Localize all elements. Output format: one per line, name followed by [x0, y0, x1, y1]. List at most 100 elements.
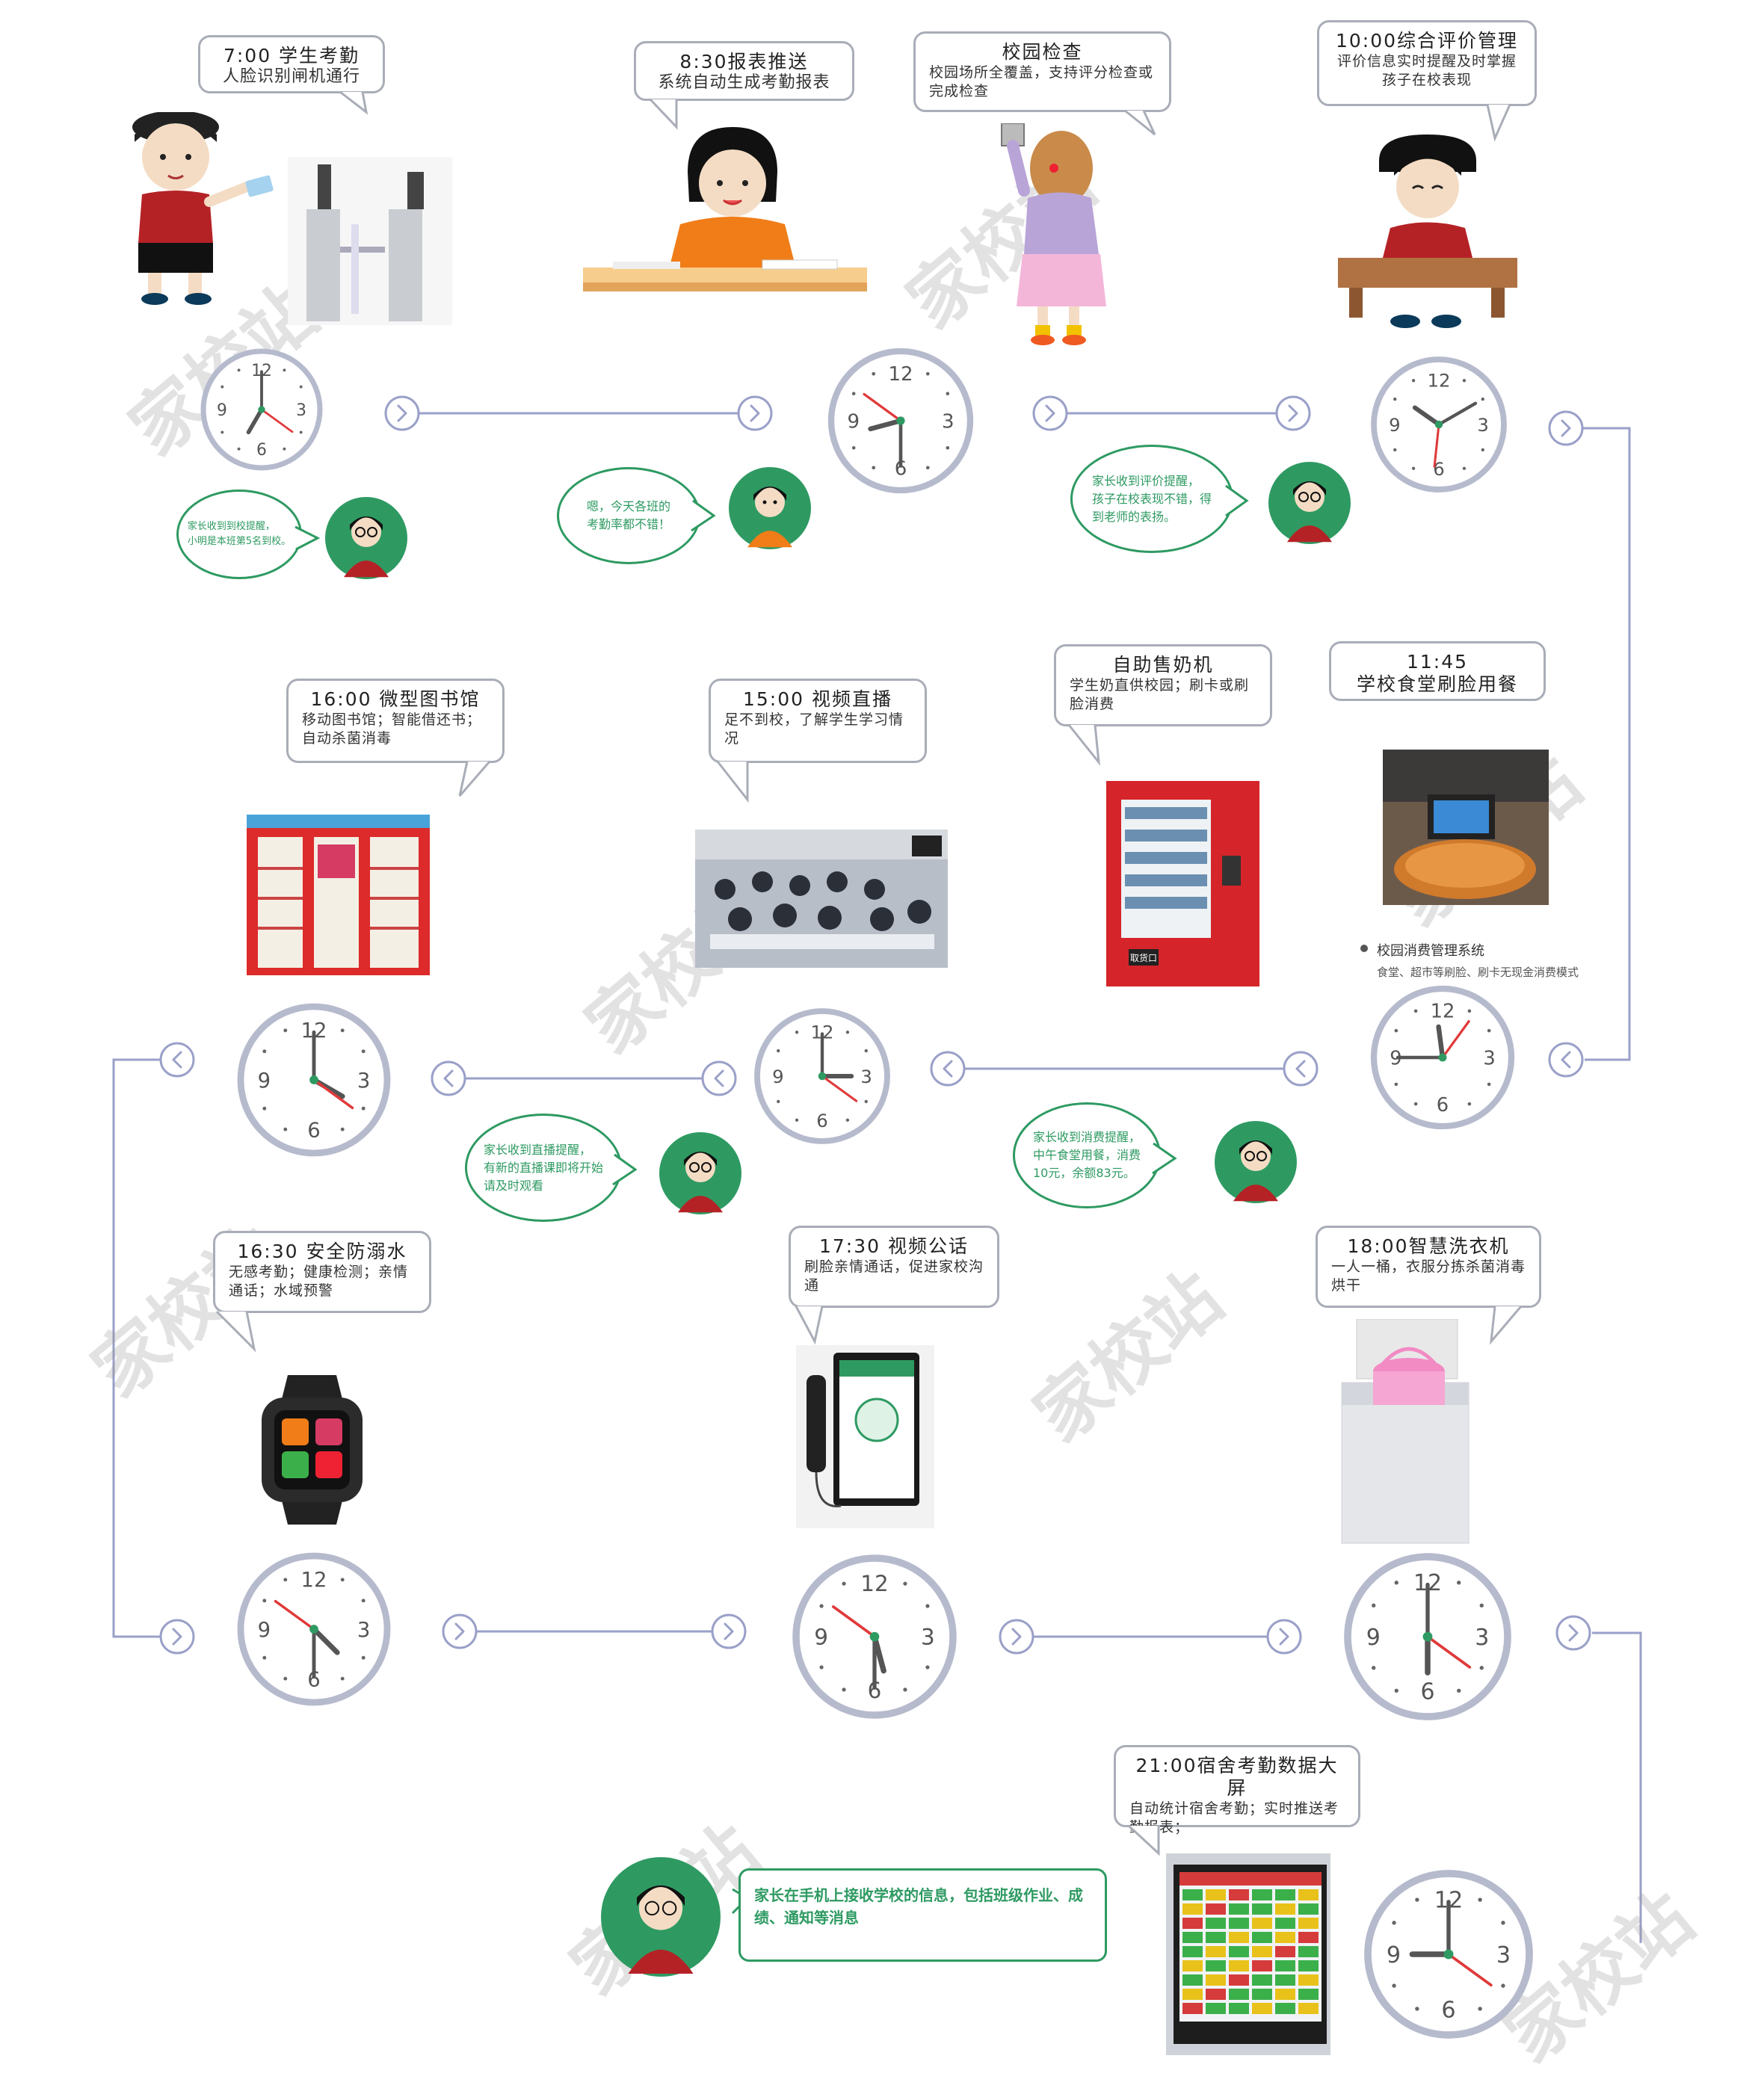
screen-cell [1275, 1974, 1295, 1986]
bullet-dot [1360, 945, 1368, 952]
screen-cell [1206, 1932, 1226, 1943]
clock-tick [842, 1687, 846, 1692]
screen-cell [1252, 1974, 1272, 1986]
screen-cell [1229, 1918, 1249, 1929]
clock-tick [1457, 1581, 1461, 1585]
screen-cell [1252, 1946, 1272, 1957]
clock-tick [819, 1665, 824, 1670]
step-bubble-1800: 18:00智慧洗衣机 一人一桶，衣服分拣杀菌消毒烘干 [1316, 1226, 1541, 1308]
screen-cell [1229, 1932, 1249, 1943]
screen-cell [1182, 1918, 1203, 1929]
clock-tick [283, 1676, 288, 1681]
teacher-avatar [729, 467, 811, 549]
clock-number: 9 [1366, 1625, 1381, 1651]
connector-line [1566, 427, 1631, 1061]
clock-number: 3 [1475, 1625, 1489, 1651]
clock-tick [1457, 1688, 1461, 1693]
clock-tick [777, 1049, 780, 1053]
clock-number: 9 [1390, 1047, 1401, 1069]
canteen-face-pay-photo [1383, 750, 1549, 905]
screen-cell [1206, 1960, 1226, 1971]
clock-number: 3 [357, 1619, 370, 1642]
clock-hour-hand [1436, 1024, 1446, 1060]
screen-cell [1252, 1889, 1272, 1900]
clock-tick [299, 430, 303, 434]
clock-tick [361, 1599, 366, 1603]
smart-washing-machine-illustration [1341, 1319, 1470, 1544]
parent-avatar [1215, 1121, 1297, 1203]
screen-cell [1229, 1889, 1249, 1900]
clock-number: 9 [217, 401, 227, 420]
screen-cell [1298, 1889, 1319, 1900]
clock-number: 6 [816, 1110, 828, 1131]
screen-cell [1206, 1889, 1226, 1900]
clock-tick [1415, 2007, 1419, 2011]
clock-tick [1478, 2007, 1482, 2011]
screen-cell [1229, 1974, 1249, 1986]
clock-tick [220, 430, 224, 434]
clock-tick [946, 445, 950, 450]
screen-cell [1229, 1946, 1249, 1957]
parent-avatar [659, 1132, 741, 1214]
step-bubble-1730: 17:30 视频公话 刷脸亲情通话，促进家校沟通 [789, 1226, 999, 1308]
clock-center [1443, 1949, 1454, 1960]
clock-tick [283, 447, 286, 451]
flow-arrow-marker [1275, 395, 1311, 431]
screen-cell [1275, 1932, 1295, 1943]
screen-cell [1182, 1974, 1203, 1986]
screen-cell [1182, 2003, 1203, 2014]
clock-tick [1394, 1581, 1398, 1585]
screen-cell [1182, 1946, 1203, 1957]
clock-number: 6 [307, 1120, 320, 1143]
clock-second-hand [831, 1605, 876, 1638]
screen-cell [1252, 1960, 1272, 1971]
clock-number: 9 [814, 1625, 828, 1650]
step-bubble-0830: 8:30报表推送 系统自动生成考勤报表 [634, 41, 854, 101]
clock-number: 6 [307, 1669, 320, 1692]
clock-number: 3 [860, 1066, 872, 1087]
screen-cell [1298, 1960, 1319, 1971]
final-message-box: 家长在手机上接收学校的信息，包括班级作业、成绩、通知等消息 [738, 1868, 1107, 1962]
clock-tick [842, 1581, 846, 1586]
clock-tick [1394, 1028, 1398, 1033]
clock-tick [283, 1127, 288, 1131]
boy-with-card-illustration [132, 112, 274, 305]
clock-number: 3 [942, 410, 955, 433]
step-bubble-0700: 7:00 学生考勤 人脸识别闸机通行 [198, 35, 385, 93]
screen-cell [1275, 1903, 1295, 1915]
screen-cell [1298, 1946, 1319, 1957]
clock-tick [340, 1676, 345, 1681]
clock-tick [1467, 1009, 1472, 1013]
screen-cell [1229, 1989, 1249, 2000]
screen-cell [1206, 1918, 1226, 1929]
step-bubble-1600: 16:00 微型图书馆 移动图书馆；智能借还书；自动杀菌消毒 [286, 679, 505, 763]
flow-arrow-marker [159, 1042, 195, 1078]
clock-tick [845, 1031, 850, 1034]
clock-tick [1392, 1921, 1396, 1925]
clock-tick [1501, 1983, 1505, 1988]
screen-cell [1206, 1946, 1226, 1957]
flow-arrow-marker [999, 1619, 1034, 1655]
step-bubble-1145: 11:45 学校食堂刷脸用餐 [1329, 641, 1546, 701]
step-bubble-milk: 自助售奶机 学生奶直供校园；刷卡或刷脸消费 [1054, 644, 1272, 726]
clock-number: 9 [258, 1619, 271, 1642]
screen-cell [1182, 1889, 1203, 1900]
clock-number: 12 [301, 1569, 327, 1592]
screen-cell [1275, 1918, 1295, 1929]
clock-second-hand [1447, 1953, 1493, 1987]
clock-number: 9 [847, 410, 860, 433]
clock-tick [283, 1578, 288, 1582]
clock-number: 9 [258, 1069, 271, 1093]
clock-tick [1372, 1603, 1376, 1608]
clock-tick [1372, 1666, 1376, 1670]
clock-tick [262, 1106, 267, 1111]
screen-cell [1229, 1903, 1249, 1915]
clock-tick [1415, 1897, 1419, 1902]
step-bubble-1500: 15:00 视频直播 足不到校，了解学生学习情况 [709, 679, 927, 763]
clock-tick [864, 1049, 868, 1053]
screen-cell [1298, 1918, 1319, 1929]
clock-center [309, 1625, 318, 1634]
